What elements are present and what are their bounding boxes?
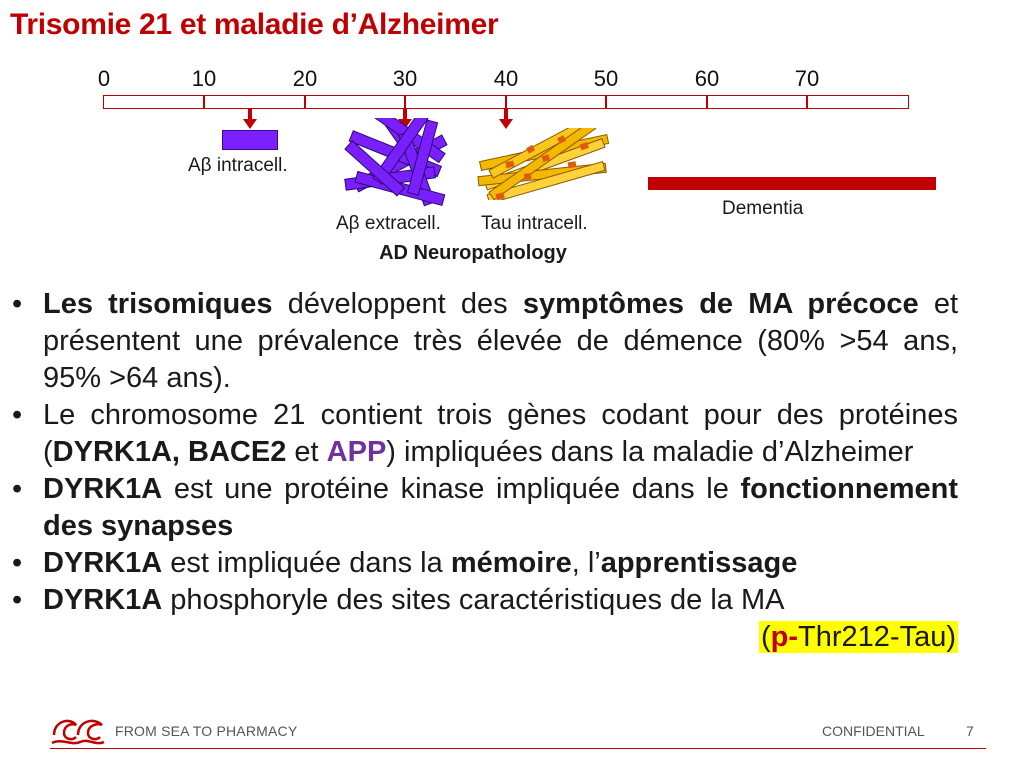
app-gene-name: APP [326, 436, 387, 468]
ab-plaque-fibrils-icon [344, 118, 448, 207]
axis-tick [304, 95, 306, 109]
bullet-text: , l’ [571, 547, 601, 579]
footer-divider [50, 748, 986, 749]
tick-label: 40 [493, 66, 519, 91]
tick-label: 60 [694, 66, 720, 91]
ad-neuropathology-title: AD Neuropathology [379, 242, 567, 264]
bold-text: Les trisomiques [43, 288, 273, 320]
tick-label: 0 [97, 66, 111, 91]
highlight-line: (p-Thr212-Tau) [43, 619, 958, 656]
bold-text: fonctionnement des synapses [43, 473, 958, 542]
bullet-list: Les trisomiques développent des symptôme… [8, 286, 958, 656]
bullet-text: et [286, 436, 327, 468]
neuropathology-timeline: 0 10 20 30 40 50 60 70 Aβ intracell. Aβ … [0, 0, 1024, 280]
gene-name: DYRK1A [43, 547, 163, 579]
highlight-text: ( [760, 621, 771, 653]
bullet-text: est une protéine kinase impliquée dans l… [162, 473, 741, 505]
fsp-wave-logo-icon [51, 719, 105, 745]
down-arrow-icon [499, 108, 513, 130]
down-arrow-icon [398, 108, 412, 130]
dementia-label: Dementia [722, 198, 804, 219]
bold-text: mémoire [450, 547, 572, 579]
tau-tangles-icon [477, 128, 610, 200]
slide-title: Trisomie 21 et maladie d’Alzheimer [10, 8, 499, 41]
gene-name: DYRK1A [43, 473, 163, 505]
tick-label: 10 [191, 66, 217, 91]
ab-extracellular-label: Aβ extracell. [336, 213, 441, 234]
axis-tick [203, 95, 205, 109]
bullet-item: DYRK1A est une protéine kinase impliquée… [8, 471, 958, 545]
tau-intracellular-label: Tau intracell. [481, 213, 588, 234]
footer-confidential: CONFIDENTIAL [822, 723, 925, 739]
axis-tick [706, 95, 708, 109]
bullet-text: est impliquée dans la [162, 547, 451, 579]
ab-intracellular-label: Aβ intracell. [188, 155, 288, 176]
down-arrow-icon [243, 108, 257, 130]
dementia-bar [648, 177, 936, 190]
ab-intracellular-block [222, 130, 278, 150]
tick-label: 70 [794, 66, 820, 91]
gene-names: DYRK1A, BACE2 [52, 436, 287, 468]
bullet-item: DYRK1A est impliquée dans la mémoire, l’… [8, 545, 958, 582]
bullet-item: DYRK1A phosphoryle des sites caractérist… [8, 582, 958, 656]
highlight-text: Thr212-Tau) [798, 621, 956, 653]
phospho-prefix: p- [770, 621, 799, 653]
bullet-item: Le chromosome 21 contient trois gènes co… [8, 397, 958, 471]
page-number: 7 [966, 723, 974, 739]
bullet-text: ) impliquées dans la maladie d’Alzheimer [386, 436, 914, 468]
bullet-text: phosphoryle des sites caractéristiques d… [162, 584, 785, 616]
bullet-item: Les trisomiques développent des symptôme… [8, 286, 958, 397]
bullet-text: et présentent une prévalence très élevée… [43, 288, 959, 394]
bold-text: symptômes de MA précoce [522, 288, 919, 320]
axis-tick [605, 95, 607, 109]
p-thr212-tau-highlight: (p-Thr212-Tau) [758, 621, 958, 653]
tick-label: 30 [392, 66, 418, 91]
tick-label: 20 [292, 66, 318, 91]
gene-name: DYRK1A [43, 584, 163, 616]
tick-label: 50 [593, 66, 619, 91]
bullet-text: développent des [272, 288, 523, 320]
footer-brand: FROM SEA TO PHARMACY [115, 723, 298, 739]
axis-tick [806, 95, 808, 109]
bullet-text: Le chromosome 21 contient trois gènes co… [43, 399, 958, 468]
axis-tick [404, 95, 406, 109]
axis-tick [505, 95, 507, 109]
bold-text: apprentissage [600, 547, 798, 579]
